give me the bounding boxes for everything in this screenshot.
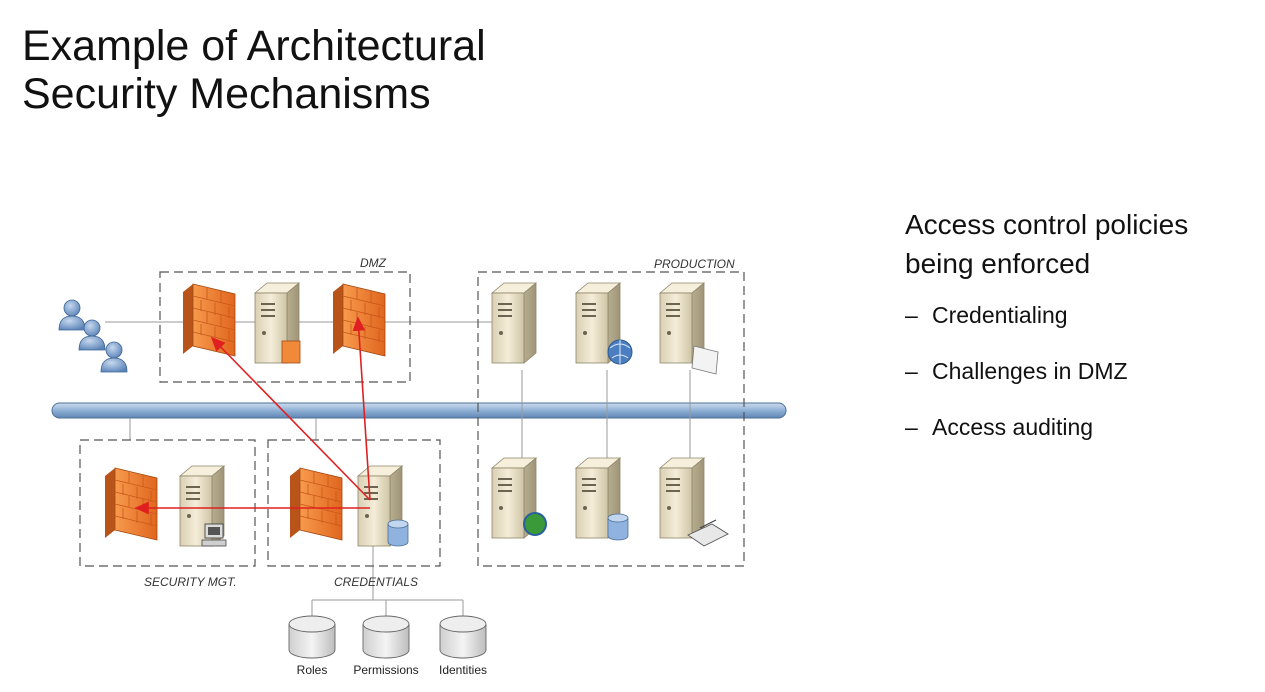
sub-bullet-text: Access auditing [932,414,1094,440]
roles-label: Roles [297,663,328,677]
slide-title: Example of Architectural Security Mechan… [22,22,486,118]
policy-arrows [134,316,371,515]
credentials-firewall-icon [289,467,343,541]
dmz-server-icon [254,282,301,364]
credentials-label: CREDENTIALS [334,575,418,589]
sub-bullets: –Credentialing –Challenges in DMZ –Acces… [905,301,1190,441]
credentials-zone-box [267,439,441,567]
dmz-outer-firewall-icon [182,283,236,357]
dmz-zone-box [159,271,411,383]
arrow-to-dmz-inner-firewall [352,316,371,501]
arrow-to-dmz-outer-firewall [210,336,371,501]
permissions-store-icon [362,615,410,659]
mail-server-icon [659,282,719,375]
production-label: PRODUCTION [654,257,735,271]
credentials-server-icon [357,465,409,547]
users-icon [58,299,128,373]
sub-bullet: –Challenges in DMZ [905,358,1128,384]
bullet-panel: Access control policies being enforced –… [905,205,1190,469]
print-server-icon [659,457,729,547]
roles-store-icon [288,615,336,659]
security-mgt-zone-box [79,439,256,567]
sub-bullet-text: Credentialing [932,302,1068,328]
permissions-label: Permissions [353,663,418,677]
security-mgt-firewall-icon [104,467,158,541]
internet-server-icon [491,457,547,539]
sub-bullet: –Access auditing [905,414,1094,440]
security-mgt-label: SECURITY MGT. [144,575,237,589]
database-server-icon [575,457,629,541]
connection-lines [105,321,691,616]
title-line-1: Example of Architectural [22,22,486,70]
web-server-icon [575,282,633,365]
management-console-server-icon [179,465,227,547]
production-server-icon [491,282,537,364]
main-point: Access control policies being enforced [905,209,1189,279]
production-zone-box [477,271,745,567]
identities-store-icon [439,615,487,659]
sub-bullet-text: Challenges in DMZ [932,358,1128,384]
identities-label: Identities [439,663,487,677]
dmz-label: DMZ [360,256,387,270]
sub-bullet: –Credentialing [905,302,1068,328]
network-bus [51,402,787,419]
title-line-2: Security Mechanisms [22,70,431,118]
